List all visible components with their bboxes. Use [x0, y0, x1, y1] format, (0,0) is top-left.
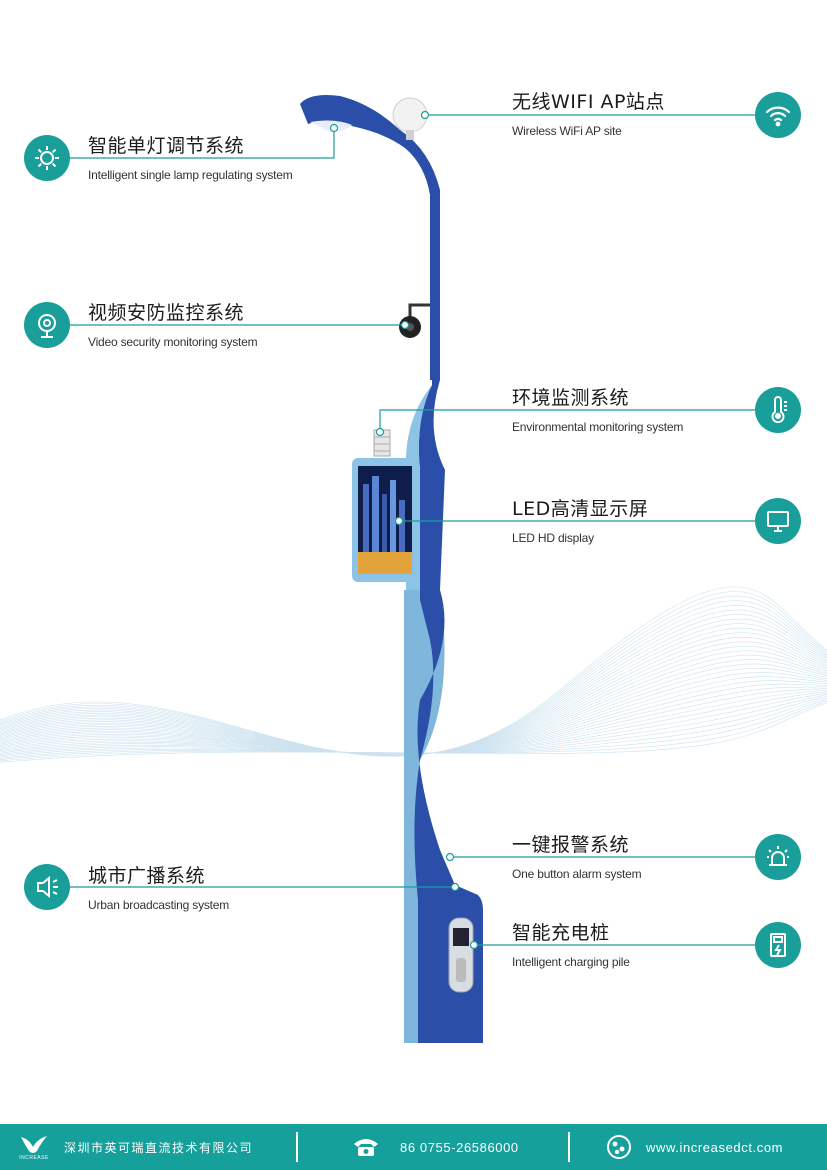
- wave-line: [0, 623, 827, 756]
- wave-line: [0, 637, 827, 756]
- phone-number[interactable]: 86 0755-26586000: [400, 1139, 519, 1155]
- wave-line: [0, 694, 827, 757]
- wave-line: [0, 627, 827, 756]
- monitor-icon: [755, 498, 801, 544]
- wave-line: [0, 688, 827, 754]
- camera-bracket: [408, 303, 430, 318]
- wave-line: [0, 699, 827, 760]
- pole-light-panel: [404, 590, 445, 1043]
- feature-lamp-title: 智能单灯调节系统: [88, 135, 245, 157]
- wave-line: [0, 702, 827, 763]
- wave-line: [0, 600, 827, 757]
- footer-separator: [296, 1132, 298, 1162]
- wifi-icon: [755, 92, 801, 138]
- wave-line: [0, 667, 827, 755]
- sun-gear-icon: [24, 135, 70, 181]
- logo-text: INCREASE: [19, 1155, 49, 1161]
- phone-icon: [352, 1124, 380, 1170]
- wave-line: [0, 654, 827, 755]
- wifi-ap-mount: [406, 130, 414, 140]
- wave-line: [0, 680, 827, 755]
- footer-bar: INCREASE 深圳市英可瑞直流技术有限公司 86 0755-26586000…: [0, 1124, 827, 1170]
- feature-wifi-subtitle: Wireless WiFi AP site: [512, 124, 622, 138]
- feature-led-subtitle: LED HD display: [512, 531, 594, 545]
- feature-alarm-subtitle: One button alarm system: [512, 867, 642, 881]
- feature-alarm-title: 一键报警系统: [512, 834, 630, 856]
- wave-line: [0, 632, 827, 756]
- feature-wifi-title: 无线WIFI AP站点: [512, 91, 665, 113]
- webcam-icon: [24, 302, 70, 348]
- wave-line: [0, 676, 827, 755]
- charging-station-icon: [755, 922, 801, 968]
- feature-video-title: 视频安防监控系统: [88, 302, 245, 324]
- feature-led-title: LED高清显示屏: [512, 498, 649, 520]
- wave-line: [0, 641, 827, 756]
- connector-lines: [67, 114, 779, 946]
- thermometer-icon: [755, 387, 801, 433]
- wave-line: [0, 697, 827, 759]
- wave-line: [0, 672, 827, 755]
- company-logo: INCREASE: [14, 1124, 54, 1170]
- wave-line: [0, 696, 827, 758]
- feature-video-subtitle: Video security monitoring system: [88, 335, 258, 349]
- wave-line: [0, 686, 827, 755]
- lamp-arm: [300, 95, 440, 380]
- feature-lamp: 智能单灯调节系统 Intelligent single lamp regulat…: [88, 131, 293, 182]
- wave-line: [0, 645, 827, 756]
- wave-line: [0, 659, 827, 755]
- wave-line: [0, 683, 827, 755]
- wave-line: [0, 586, 827, 757]
- company-name: 深圳市英可瑞直流技术有限公司: [64, 1140, 254, 1155]
- pole-body: [414, 190, 483, 1043]
- wave-line: [0, 650, 827, 755]
- connector-dots: [329, 110, 479, 950]
- wave-line: [0, 609, 827, 757]
- wave-line: [0, 618, 827, 756]
- wave-line: [0, 614, 827, 756]
- feature-alarm: 一键报警系统 One button alarm system: [512, 830, 642, 881]
- feature-charging-title: 智能充电桩: [512, 922, 610, 944]
- wave-line: [0, 591, 827, 757]
- feature-lamp-subtitle: Intelligent single lamp regulating syste…: [88, 168, 293, 182]
- feature-led: LED高清显示屏 LED HD display: [512, 494, 648, 545]
- speaker-icon: [24, 864, 70, 910]
- website-link[interactable]: www.increasedct.com: [646, 1139, 784, 1155]
- feature-video: 视频安防监控系统 Video security monitoring syste…: [88, 298, 258, 349]
- feature-charging-subtitle: Intelligent charging pile: [512, 955, 630, 969]
- feature-env: 环境监测系统 Environmental monitoring system: [512, 383, 683, 434]
- feature-broadcast-subtitle: Urban broadcasting system: [88, 898, 230, 912]
- footer-separator: [568, 1132, 570, 1162]
- alarm-light-icon: [755, 834, 801, 880]
- wave-line: [0, 700, 827, 762]
- feature-env-subtitle: Environmental monitoring system: [512, 420, 684, 434]
- wave-line: [0, 689, 827, 754]
- feature-charging: 智能充电桩 Intelligent charging pile: [512, 918, 630, 969]
- feature-env-title: 环境监测系统: [512, 387, 630, 409]
- globe-icon: [606, 1124, 632, 1170]
- wave-line: [0, 692, 827, 755]
- feature-broadcast-title: 城市广播系统: [88, 865, 206, 887]
- wave-line: [0, 595, 827, 757]
- wave-line: [0, 605, 827, 757]
- wave-line: [0, 663, 827, 755]
- logo-bird-icon: [21, 1136, 47, 1153]
- feature-broadcast: 城市广播系统 Urban broadcasting system: [88, 861, 229, 912]
- pole-illustration: [0, 95, 827, 1043]
- background-waves: [0, 586, 827, 763]
- wave-line: [0, 691, 827, 754]
- feature-wifi: 无线WIFI AP站点 Wireless WiFi AP site: [512, 87, 665, 138]
